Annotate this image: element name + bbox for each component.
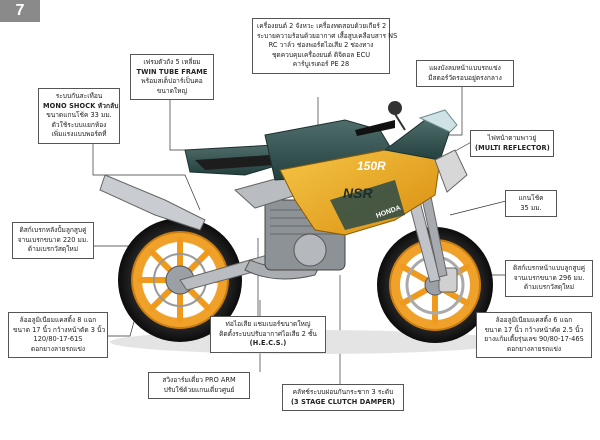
model-decal: 150R <box>357 159 386 173</box>
nsr-logo-decal: NSR <box>343 185 373 201</box>
callout-fork: แกนโช้ค 35 มม. <box>505 190 557 217</box>
callout-rear-brake: ดิสก์เบรกหลังปั้มลูกสูบคู่ จานเบรกขนาด 2… <box>12 222 94 259</box>
page-number-badge: 7 <box>0 0 40 22</box>
callout-headlight: ไฟหน้าตามพาวยู่ (MULTI REFLECTOR) <box>470 130 554 157</box>
callout-front-brake: ดิสก์เบรกหน้าแบบลูกสูบคู่ จานเบรกขนาด 29… <box>505 260 593 297</box>
callout-front-wheel: ล้ออลูมิเนียมแคสติ้ง 6 แฉก ขนาด 17 นิ้ว … <box>476 312 592 358</box>
callout-rear-wheel: ล้ออลูมิเนียมแคสติ้ง 8 แฉก ขนาด 17 นิ้ว … <box>8 312 108 358</box>
fairing <box>264 109 468 236</box>
callout-engine: เครื่องยนต์ 2 จังหวะ เครื่องทดสอบด้วยเกี… <box>252 18 397 74</box>
callout-windshield: แผงบังลมหน้าแบบรถแข่ง มีสตอร์วัดรอบอยู่ต… <box>416 60 514 87</box>
callout-swingarm: สวิงอาร์มเดี่ยว PRO ARM ปรับใช้ด้วยแกนเด… <box>148 372 250 399</box>
callout-clutch: คลัทช์ระบบผ่อนกันกระชาก 3 ระดับ (3 STAGE… <box>282 384 404 411</box>
callout-frame: เฟรมตัวถัง 5 เหลี่ยม TWIN TUBE FRAME พร้… <box>130 54 214 100</box>
callout-exhaust: ท่อไอเสีย แชมเบอร์ขนาดใหญ่ ติดตั้งระบบปร… <box>210 316 326 353</box>
callout-monoshock: ระบบกันสะเทือน MONO SHOCK หัวกลับ ขนาดแก… <box>38 88 120 144</box>
